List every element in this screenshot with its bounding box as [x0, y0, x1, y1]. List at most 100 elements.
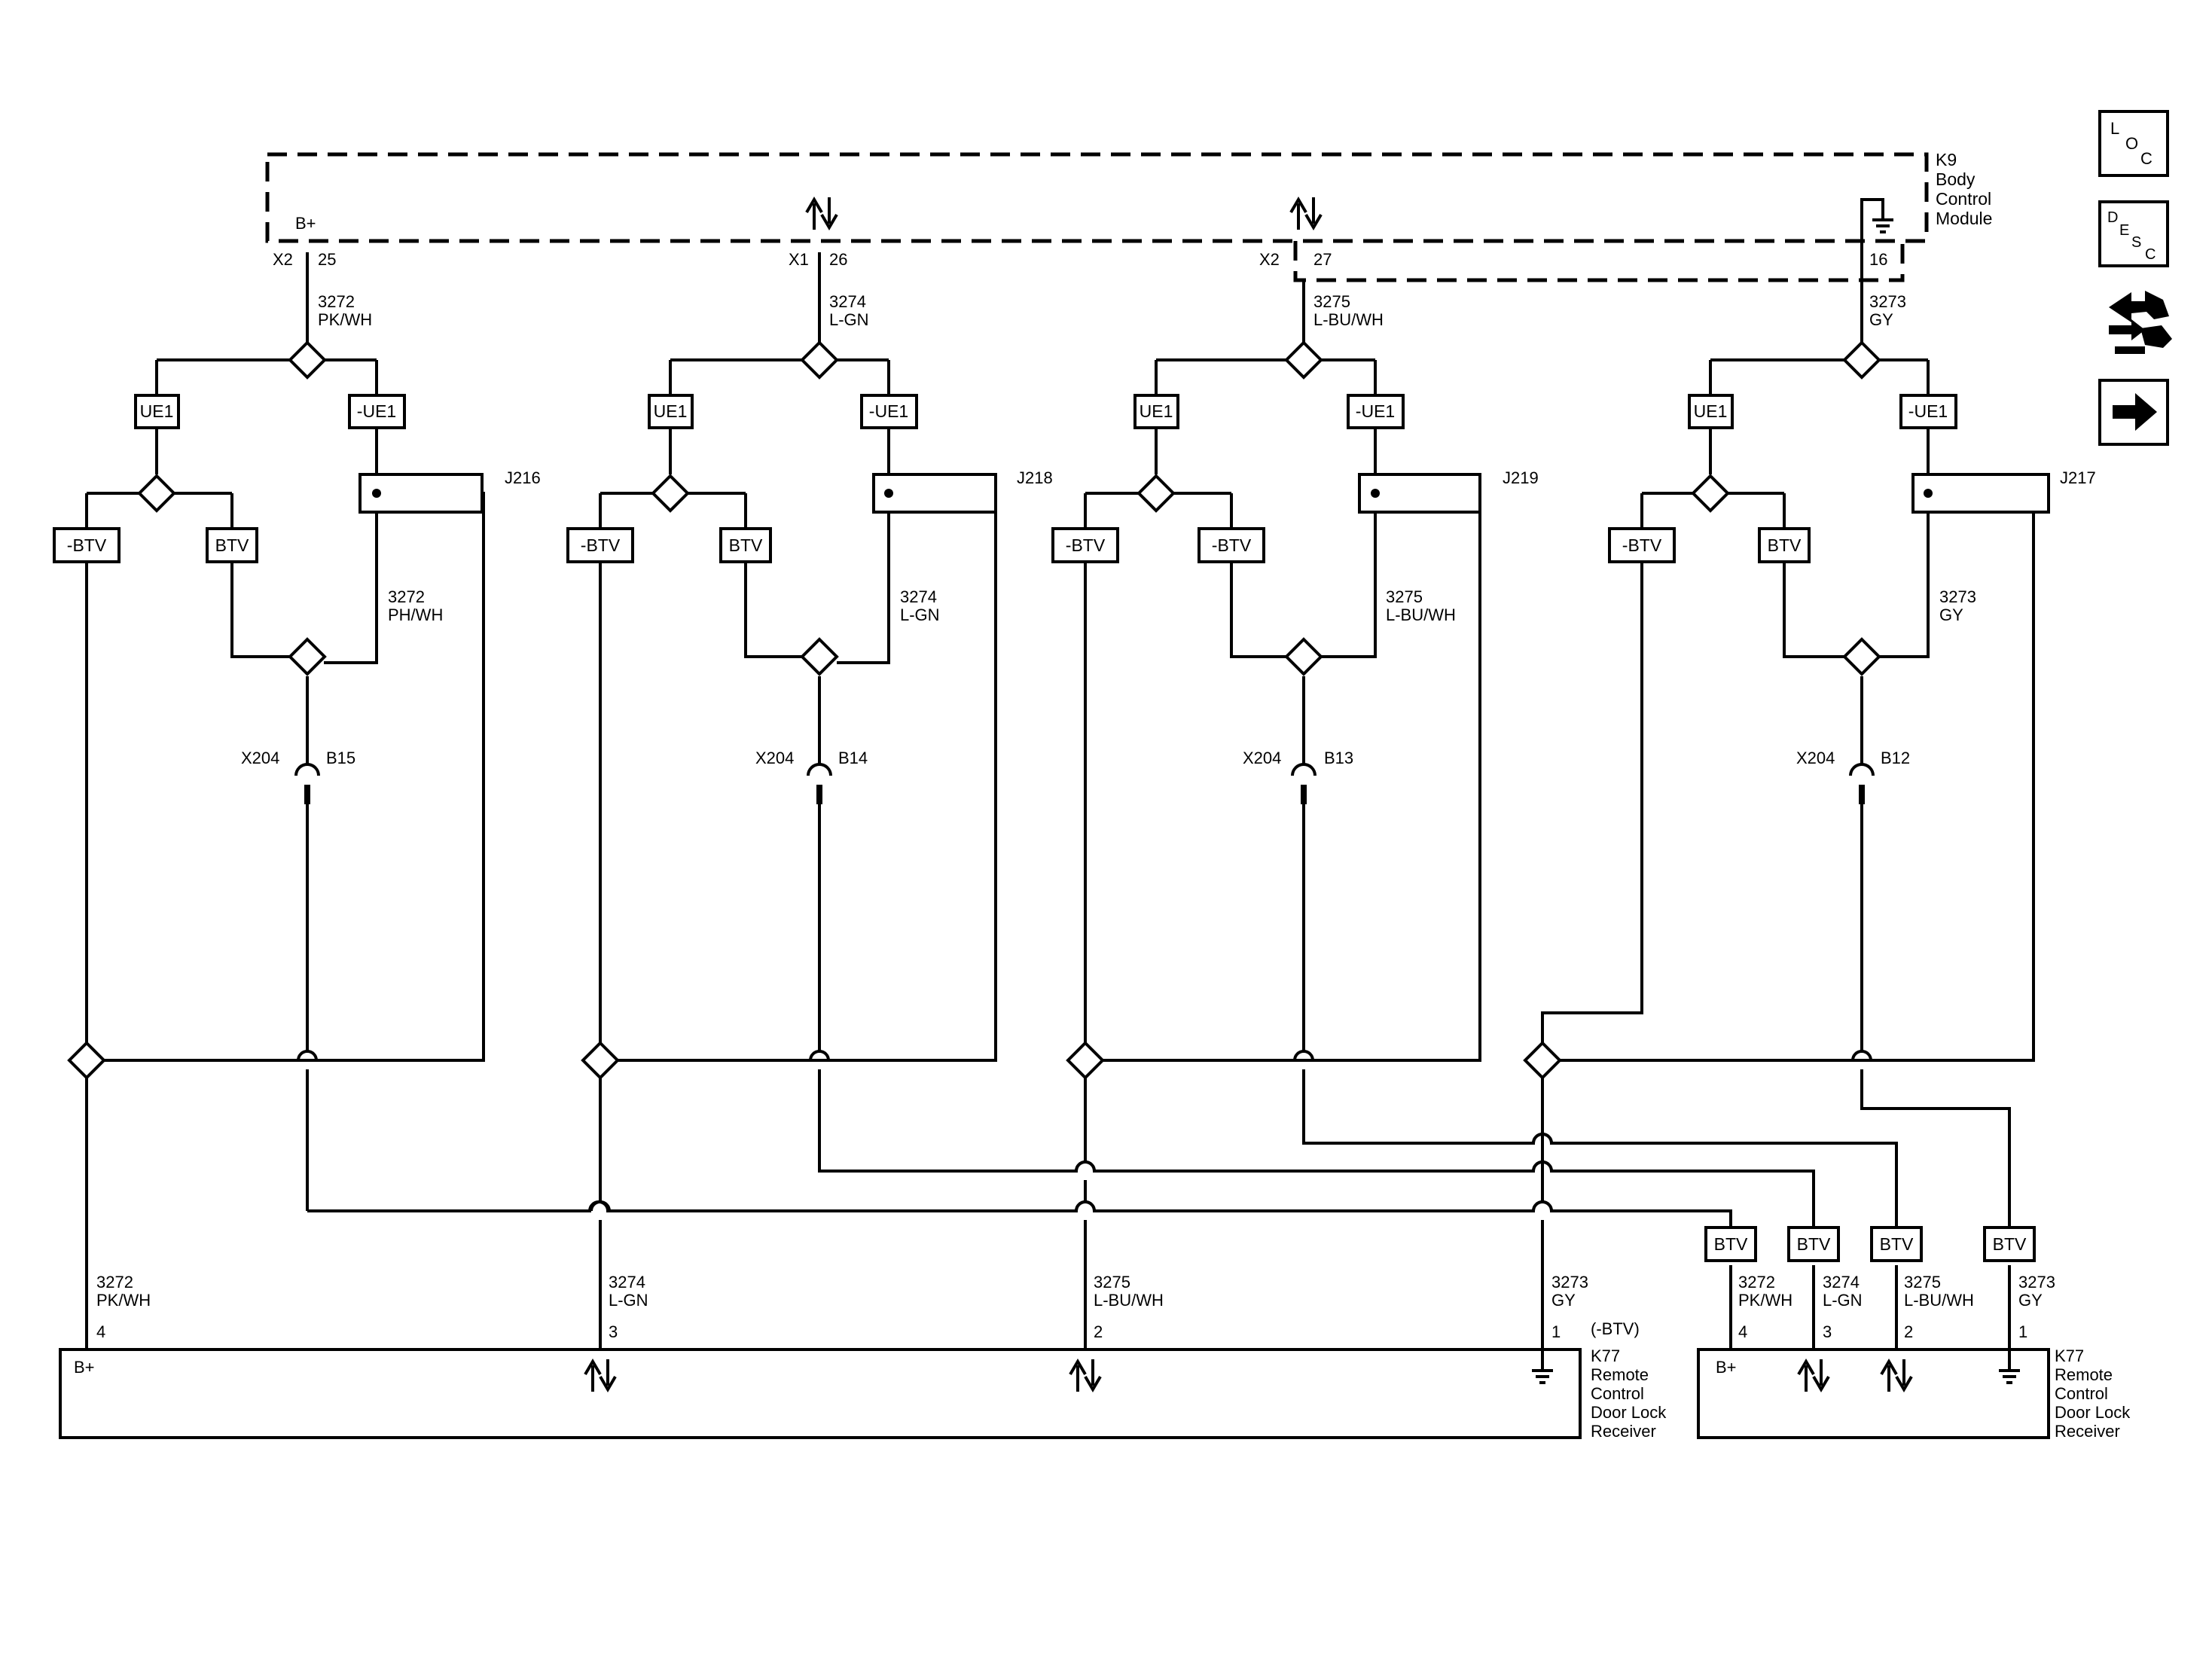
pin-label: 4 [96, 1322, 105, 1341]
wire-label-circuit: 3275 [1386, 587, 1423, 606]
wire-label-circuit: 3274 [900, 587, 937, 606]
ground-icon [1532, 1350, 1553, 1384]
inline-pin-label: B14 [838, 749, 868, 767]
wire-label-circuit: 3273 [1551, 1273, 1588, 1292]
wire-label-color: GY [2018, 1291, 2043, 1310]
pin-label: 3 [1823, 1322, 1832, 1341]
option-label: UE1 [1694, 401, 1728, 421]
splice-node [581, 1041, 620, 1080]
crossover-wires [85, 1043, 2011, 1350]
inline-connector-male-icon [1859, 785, 1865, 804]
branch-3272: J216 3272 PH/WH X204 B15 [85, 252, 541, 1062]
option-label: -BTV [67, 535, 107, 555]
option-label: BTV [1880, 1234, 1914, 1254]
splice-node [1842, 637, 1881, 676]
bidirectional-arrow-icon [584, 1359, 617, 1392]
option-box-not-btv [566, 527, 634, 563]
splice-node [1066, 1041, 1105, 1080]
k9-name-line-3: Module [1936, 209, 1992, 228]
k9-body-control-module: K9 Body Control Module B+ X2 25 X1 26 X2… [265, 150, 1992, 282]
splice-node [1284, 637, 1323, 676]
option-box-not-btv [1608, 527, 1676, 563]
inline-connector-male-icon [304, 785, 310, 804]
wire-label-color: L-BU/WH [1386, 605, 1456, 624]
splice-label-j218: J218 [1017, 468, 1053, 487]
pin-label: 2 [1904, 1322, 1913, 1341]
k77-right-bplus: B+ [1716, 1358, 1737, 1377]
option-label: UE1 [1140, 401, 1173, 421]
wire-label-circuit: 3273 [2018, 1273, 2055, 1292]
k77-right-name-1: Remote [2055, 1365, 2113, 1384]
next-arrow-icon[interactable] [2098, 379, 2169, 446]
wire-label-circuit: 3272 [318, 292, 355, 311]
loc-icon[interactable]: L O C [2098, 110, 2169, 177]
inline-conn-label: X204 [241, 749, 279, 767]
option-label: -UE1 [357, 401, 396, 421]
option-label: -BTV [1212, 535, 1252, 555]
wire-label-color: GY [1939, 605, 1963, 624]
splice-label-j219: J219 [1503, 468, 1539, 487]
wire-label-circuit: 3272 [96, 1273, 133, 1292]
inline-conn-label: X204 [1243, 749, 1281, 767]
k9-pin-conn-25: X2 [273, 250, 293, 269]
wire-label-circuit: 3274 [609, 1273, 645, 1292]
inline-connector-female-icon [294, 763, 320, 776]
option-box-not-btv [1198, 527, 1265, 563]
wire-label-circuit: 3273 [1869, 292, 1906, 311]
k9-pin-conn-26: X1 [789, 250, 809, 269]
wire-label-color: L-GN [1823, 1291, 1863, 1310]
wire-label-circuit: 3272 [1738, 1273, 1775, 1292]
wire-label-circuit: 3275 [1313, 292, 1350, 311]
k77-left-bplus: B+ [74, 1358, 95, 1377]
option-box-ue1 [1133, 394, 1179, 429]
connector-repair-icon[interactable] [2109, 291, 2172, 354]
option-box-btv [1704, 1226, 1757, 1262]
k9-ref: K9 [1936, 150, 1957, 169]
k9-pin-16: 16 [1869, 250, 1887, 269]
top-wire-labels: 3272 PK/WH 3274 L-GN 3275 L-BU/WH 3273 G… [318, 292, 1906, 329]
k77-right-name-2: Control [2055, 1384, 2108, 1403]
inline-connector-male-icon [816, 785, 822, 804]
option-box-not-btv [53, 527, 121, 563]
pin-label: 3 [609, 1322, 618, 1341]
svg-text:D: D [2107, 209, 2118, 226]
option-label: -UE1 [1908, 401, 1948, 421]
desc-icon[interactable]: D E S C [2098, 200, 2169, 267]
option-label: -UE1 [869, 401, 908, 421]
pin-label: 1 [1551, 1322, 1561, 1341]
option-label: BTV [1993, 1234, 2027, 1254]
pin-label: 1 [2018, 1322, 2027, 1341]
branch-3274: J218 3274 L-GN X204 B14 [599, 252, 1053, 1062]
option-label: -UE1 [1356, 401, 1395, 421]
inline-conn-label: X204 [1796, 749, 1835, 767]
bidirectional-arrow-icon [1289, 197, 1323, 230]
wire-label-circuit: 3274 [829, 292, 866, 311]
option-box-ue1 [134, 394, 180, 429]
splice-pack-j218 [872, 473, 997, 514]
svg-text:C: C [2140, 149, 2153, 168]
option-label: BTV [1797, 1234, 1831, 1254]
option-box-btv [719, 527, 772, 563]
wire-label-circuit: 3274 [1823, 1273, 1860, 1292]
k9-pin-27: 27 [1313, 250, 1332, 269]
option-label: BTV [1714, 1234, 1748, 1254]
wire-label-circuit: 3275 [1094, 1273, 1130, 1292]
branch-3275: J219 3275 L-BU/WH X204 B13 [1084, 280, 1539, 1062]
inline-conn-label: X204 [755, 749, 794, 767]
splice-label-j217: J217 [2060, 468, 2096, 487]
wire-label-color: PK/WH [318, 310, 372, 329]
splice-node [1284, 340, 1323, 380]
svg-text:C: C [2145, 246, 2156, 263]
option-box-btv [1787, 1226, 1840, 1262]
splice-node [288, 637, 327, 676]
option-label: UE1 [140, 401, 174, 421]
option-box-btv [1870, 1226, 1923, 1262]
option-label: -BTV [1066, 535, 1106, 555]
wire-label-color: L-GN [609, 1291, 648, 1310]
k77-left-name-3: Door Lock [1591, 1403, 1667, 1422]
k9-pin-25: 25 [318, 250, 336, 269]
bidirectional-arrow-icon [1797, 1359, 1830, 1392]
option-boxes: UE1 -UE1 -BTV BTV UE1 -UE1 -BTV BTV UE1 … [53, 394, 2036, 1262]
option-box-btv [206, 527, 258, 563]
